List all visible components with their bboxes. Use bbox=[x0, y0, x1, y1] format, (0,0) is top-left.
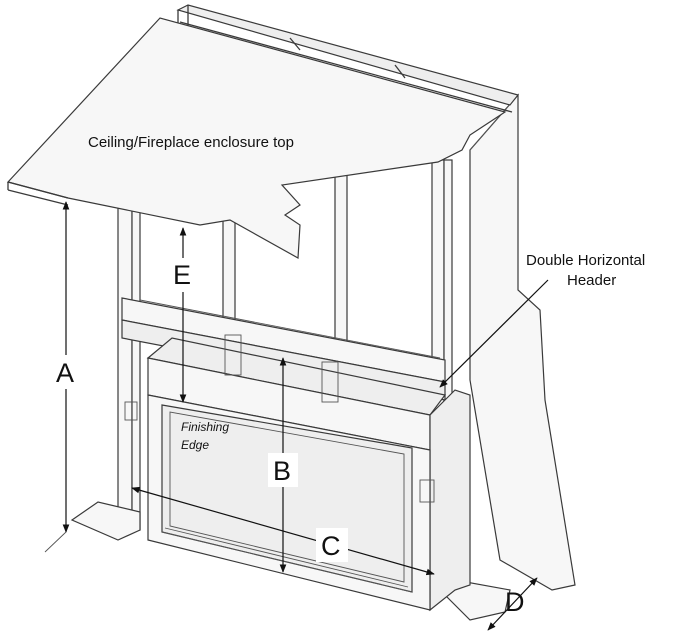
dim-d-line bbox=[487, 577, 538, 631]
dim-b-label: B bbox=[273, 456, 291, 486]
back-framing bbox=[176, 4, 520, 113]
ceiling-slab bbox=[6, 17, 507, 259]
ceiling-label: Ceiling/Fireplace enclosure top bbox=[88, 134, 294, 151]
dim-c-line bbox=[131, 486, 435, 576]
dim-e-label: E bbox=[173, 260, 191, 290]
header-label-line1: Double Horizontal bbox=[526, 252, 645, 269]
header-leader-line bbox=[439, 279, 549, 388]
header-label-line2: Header bbox=[567, 272, 616, 289]
finishing-edge-label-line2: Edge bbox=[181, 438, 209, 452]
dim-c-label: C bbox=[321, 531, 341, 561]
finishing-edge-label-line1: Finishing bbox=[181, 420, 229, 434]
dim-a-label: A bbox=[56, 358, 74, 388]
dim-d-label: D bbox=[505, 587, 525, 617]
